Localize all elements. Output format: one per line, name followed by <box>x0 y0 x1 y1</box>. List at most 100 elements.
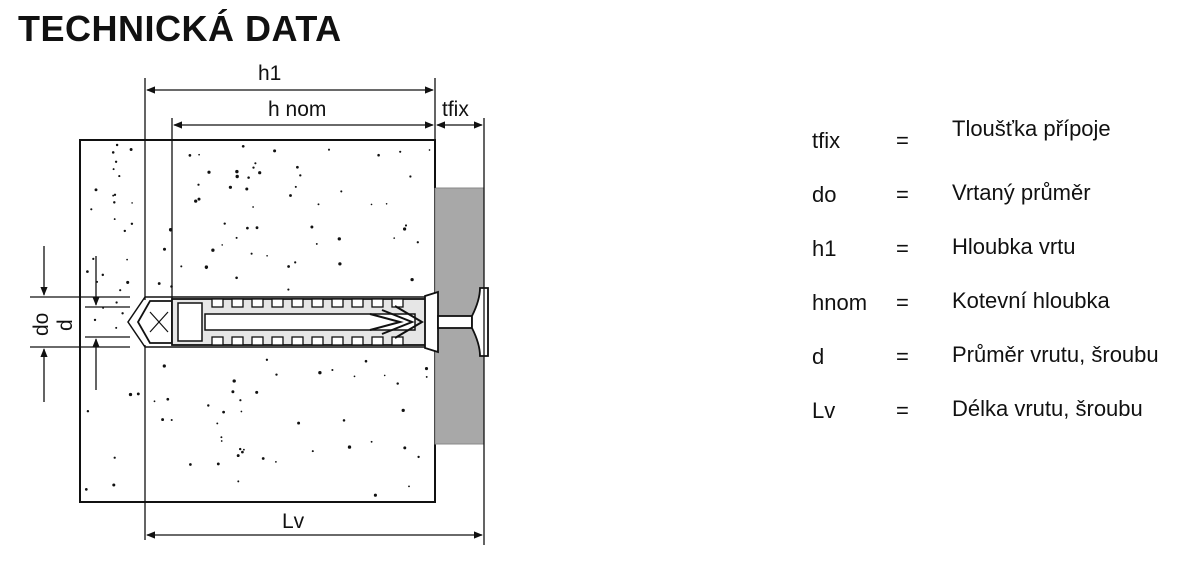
concrete-speckle <box>162 364 166 368</box>
concrete-speckle <box>408 485 410 488</box>
legend: tfix = Tloušťka přípoje do = Vrtaný prům… <box>812 112 1192 436</box>
legend-symbol: tfix <box>812 128 841 153</box>
concrete-speckle <box>235 276 238 280</box>
concrete-speckle <box>194 199 198 203</box>
concrete-speckle <box>113 201 116 204</box>
concrete-speckle <box>255 226 259 230</box>
concrete-speckle <box>115 301 118 304</box>
dowel-rib <box>351 298 364 308</box>
concrete-speckle <box>396 382 399 385</box>
concrete-speckle <box>331 368 334 372</box>
concrete-speckle <box>236 454 240 458</box>
concrete-speckle <box>221 244 223 246</box>
concrete-speckle <box>296 165 299 169</box>
concrete-speckle <box>416 241 419 244</box>
concrete-speckle <box>94 188 98 192</box>
concrete-speckle <box>393 237 396 239</box>
legend-row: d = Průměr vrutu, šroubu <box>812 328 1192 382</box>
concrete-speckle <box>245 187 249 191</box>
concrete-speckle <box>112 168 115 171</box>
concrete-speckle <box>114 160 118 163</box>
legend-symbol: Lv <box>812 398 836 423</box>
concrete-speckle <box>220 440 223 442</box>
concrete-speckle <box>410 277 414 282</box>
page-title: TECHNICKÁ DATA <box>18 8 342 49</box>
concrete-speckle <box>93 318 97 322</box>
concrete-speckle <box>112 483 116 487</box>
concrete-speckle <box>128 392 133 397</box>
dowel <box>136 290 439 354</box>
concrete-speckle <box>204 265 209 269</box>
dowel-rib <box>291 336 304 346</box>
concrete-speckle <box>211 248 215 252</box>
concrete-speckle <box>162 247 167 251</box>
concrete-speckle <box>385 203 388 205</box>
legend-row: hnom = Kotevní hloubka <box>812 274 1192 328</box>
concrete-speckle <box>180 265 183 268</box>
concrete-speckle <box>243 448 245 451</box>
concrete-speckle <box>86 270 89 273</box>
concrete-speckle <box>401 408 405 413</box>
concrete-speckle <box>90 208 93 211</box>
concrete-speckle <box>370 440 373 443</box>
dowel-rib <box>251 336 264 346</box>
dowel-rib <box>291 298 304 308</box>
concrete-speckle <box>241 450 244 454</box>
tfix-label: tfix <box>442 98 469 121</box>
concrete-speckle <box>197 183 200 186</box>
concrete-speckle <box>299 174 302 177</box>
dowel-rib <box>331 336 344 346</box>
concrete-speckle <box>101 273 105 277</box>
concrete-speckle <box>223 222 226 225</box>
concrete-speckle <box>92 257 95 261</box>
concrete-speckle <box>252 166 255 169</box>
concrete-speckle <box>113 193 117 196</box>
concrete-speckle <box>340 190 343 193</box>
concrete-speckle <box>370 203 373 206</box>
concrete-speckle <box>317 203 320 206</box>
concrete-speckle <box>252 206 254 208</box>
concrete-speckle <box>318 371 322 375</box>
concrete-speckle <box>266 254 268 257</box>
legend-description: Kotevní hloubka <box>952 288 1110 313</box>
legend-row: h1 = Hloubka vrtu <box>812 220 1192 274</box>
concrete-speckle <box>207 170 211 174</box>
concrete-speckle <box>130 222 134 226</box>
concrete-speckle <box>231 390 235 394</box>
concrete-speckle <box>222 410 225 414</box>
dowel-rib <box>371 298 384 308</box>
legend-description: Tloušťka přípoje <box>952 116 1111 141</box>
concrete-speckle <box>289 194 292 197</box>
legend-description: Délka vrutu, šroubu <box>952 396 1143 421</box>
concrete-speckle <box>86 409 90 413</box>
concrete-speckle <box>409 175 412 178</box>
concrete-speckle <box>232 379 236 383</box>
concrete-speckle <box>287 288 290 291</box>
concrete-speckle <box>404 224 408 227</box>
concrete-speckle <box>399 150 402 153</box>
dowel-rib <box>391 336 404 346</box>
concrete-speckle <box>115 326 118 329</box>
concrete-speckle <box>337 237 341 241</box>
concrete-speckle <box>207 404 210 407</box>
concrete-speckle <box>353 375 356 378</box>
legend-symbol: hnom <box>812 290 868 315</box>
concrete-speckle <box>246 226 249 230</box>
concrete-speckle <box>403 446 407 450</box>
concrete-speckle <box>338 262 342 266</box>
concrete-speckle <box>161 418 165 422</box>
concrete-speckle <box>112 194 115 197</box>
concrete-speckle <box>121 312 124 315</box>
concrete-speckle <box>119 289 122 292</box>
dowel-rib <box>331 298 344 308</box>
dowel-rib <box>311 298 324 308</box>
concrete-speckle <box>239 447 242 451</box>
concrete-speckle <box>347 445 352 449</box>
legend-equals: = <box>896 398 909 423</box>
dowel-rib <box>271 298 284 308</box>
concrete-speckle <box>189 463 192 466</box>
concrete-speckle <box>228 185 233 189</box>
legend-equals: = <box>896 128 909 153</box>
concrete-speckle <box>118 175 121 178</box>
